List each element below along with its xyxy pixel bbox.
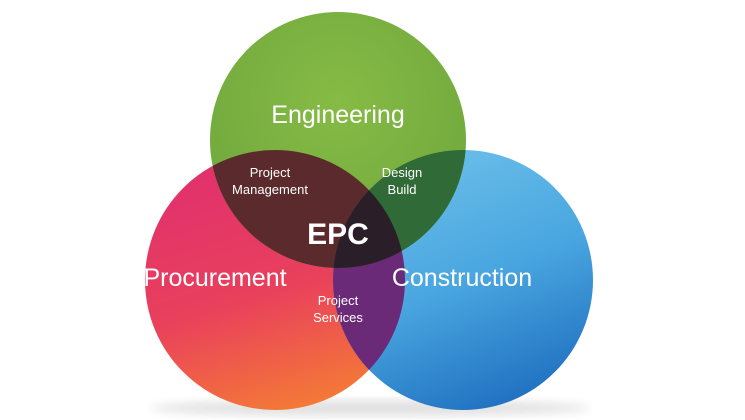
project-services-label-line1: Project bbox=[318, 293, 359, 308]
design-build-label-line2: Build bbox=[388, 182, 417, 197]
construction-label: Construction bbox=[392, 264, 532, 292]
epc-label: EPC bbox=[307, 218, 369, 251]
project-management-label-line1: Project bbox=[250, 165, 291, 180]
project-services-label-line2: Services bbox=[313, 310, 363, 325]
engineering-label: Engineering bbox=[271, 101, 404, 129]
design-build-label-line1: Design bbox=[382, 165, 422, 180]
project-management-label-line2: Management bbox=[232, 182, 308, 197]
engineering-construction-overlap bbox=[333, 150, 466, 268]
procurement-label: Procurement bbox=[143, 264, 286, 292]
